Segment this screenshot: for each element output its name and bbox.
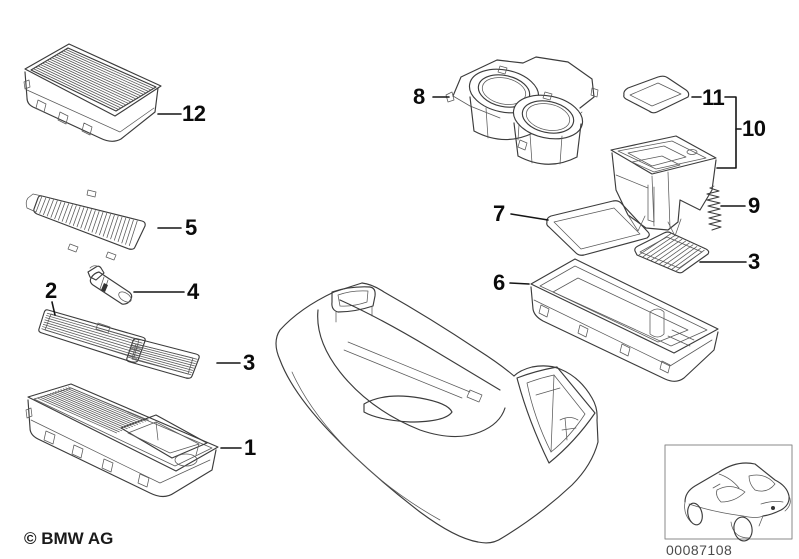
vehicle-thumbnail-box <box>664 444 793 540</box>
callout-label: 12 <box>182 101 206 126</box>
part-7-drawing <box>546 200 650 256</box>
callout-label: 11 <box>702 85 725 110</box>
part-11-drawing <box>623 75 690 114</box>
copyright-notice: © BMW AG <box>24 529 114 548</box>
part-4-drawing <box>87 265 133 305</box>
part-8-drawing <box>445 56 599 165</box>
center-console-drawing <box>275 282 599 544</box>
callout-part-12[interactable]: 12 <box>182 101 206 126</box>
part-2-drawing <box>38 309 146 363</box>
part-3-right-drawing <box>634 231 710 274</box>
callout-label: 5 <box>185 215 197 240</box>
callout-label: 10 <box>742 116 766 141</box>
callout-part-6[interactable]: 6 <box>493 272 505 294</box>
callout-label: 7 <box>493 201 505 226</box>
part-12-drawing <box>23 43 162 142</box>
part-5-drawing <box>25 189 146 261</box>
callout-label: 9 <box>748 193 760 218</box>
callout-label: 2 <box>45 278 57 303</box>
part-10-drawing <box>610 135 717 237</box>
callout-part-9[interactable]: 9 <box>748 195 760 217</box>
callout-part-11[interactable]: 11 <box>702 85 725 110</box>
callout-part-8[interactable]: 8 <box>413 86 425 108</box>
callout-part-1[interactable]: 1 <box>244 437 256 459</box>
callout-label: 6 <box>493 270 505 295</box>
callout-part-5[interactable]: 5 <box>185 217 197 239</box>
part-6-drawing <box>530 258 719 382</box>
part-3-left-drawing <box>126 338 200 379</box>
drawing-number: 00087108 <box>666 542 733 558</box>
callout-part-7[interactable]: 7 <box>493 203 505 225</box>
callout-label: 3 <box>748 249 760 274</box>
callout-part-3-left[interactable]: 3 <box>243 352 255 374</box>
vehicle-thumbnail <box>684 462 791 542</box>
callout-label: 1 <box>244 435 256 460</box>
part-9-spring-drawing <box>706 185 722 231</box>
callout-part-2[interactable]: 2 <box>45 280 57 302</box>
callout-label: 8 <box>413 84 425 109</box>
callout-label: 4 <box>187 279 199 304</box>
callout-part-3-right[interactable]: 3 <box>748 251 760 273</box>
callout-part-4[interactable]: 4 <box>187 281 199 303</box>
callout-label: 3 <box>243 350 255 375</box>
part-1-drawing <box>25 383 219 498</box>
leader-lines <box>51 96 747 449</box>
callout-part-10[interactable]: 10 <box>742 116 766 141</box>
